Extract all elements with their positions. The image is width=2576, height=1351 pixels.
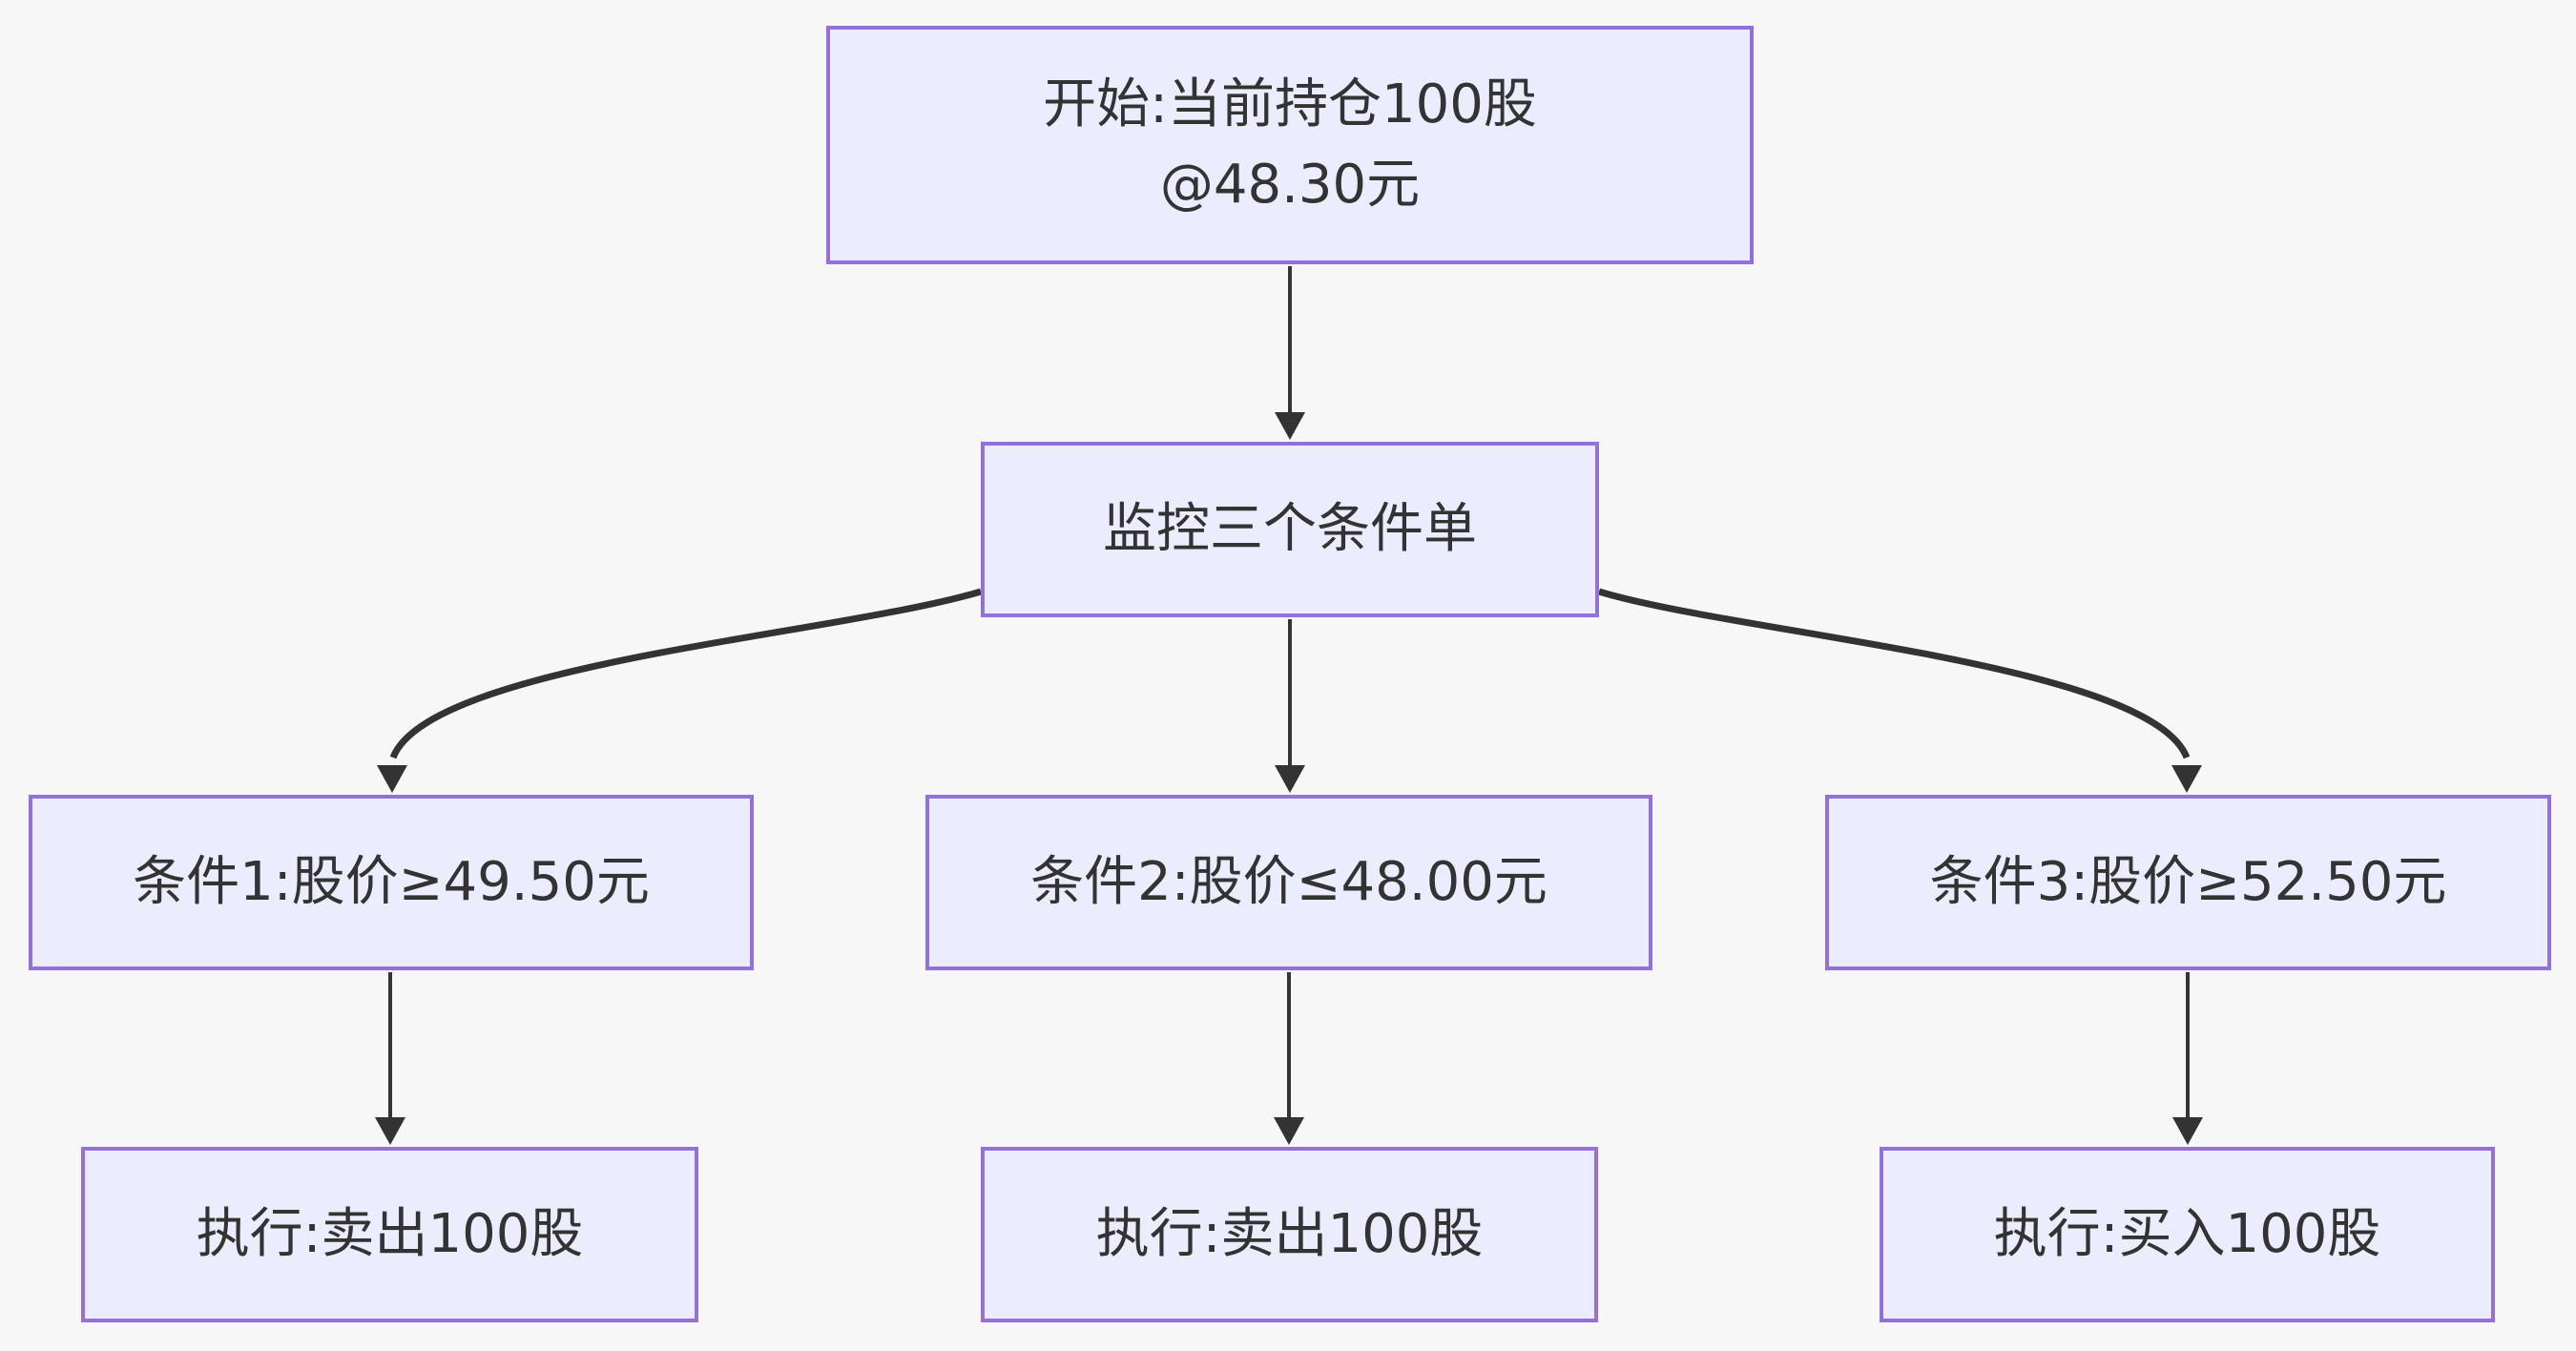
flow-node-execute-1: 执行:卖出100股 (81, 1147, 698, 1322)
node-label: 监控三个条件单 (1103, 498, 1477, 560)
node-label: 条件3:股价≥52.50元 (1929, 851, 2447, 913)
arrowhead-icon (1275, 412, 1305, 440)
node-label: 执行:卖出100股 (1095, 1203, 1484, 1265)
node-label: 执行:买入100股 (1993, 1203, 2381, 1265)
arrowhead-icon (377, 765, 407, 793)
arrowhead-icon (2172, 1117, 2203, 1145)
flow-node-start: 开始:当前持仓100股@48.30元 (826, 26, 1754, 264)
arrowhead-icon (1275, 765, 1305, 793)
node-label: 执行:卖出100股 (196, 1203, 584, 1265)
flow-node-condition-3: 条件3:股价≥52.50元 (1825, 795, 2551, 970)
node-label: 开始:当前持仓100股@48.30元 (1043, 73, 1537, 216)
edge-cond3-to-exec3 (2172, 972, 2203, 1145)
edge-cond2-to-exec2 (1274, 972, 1304, 1145)
flow-node-execute-2: 执行:卖出100股 (981, 1147, 1598, 1322)
flow-node-monitor: 监控三个条件单 (981, 442, 1599, 617)
edge-monitor-to-cond1 (377, 588, 983, 793)
arrowhead-icon (375, 1117, 405, 1145)
flow-node-condition-2: 条件2:股价≤48.00元 (925, 795, 1652, 970)
edge-monitor-to-cond2 (1275, 619, 1305, 793)
edge-line (1597, 588, 2191, 759)
node-label: 条件2:股价≤48.00元 (1030, 851, 1548, 913)
edge-line (389, 588, 983, 759)
edge-monitor-to-cond3 (1597, 588, 2202, 793)
arrowhead-icon (2171, 765, 2202, 793)
edge-start-to-monitor (1275, 266, 1305, 440)
flow-node-execute-3: 执行:买入100股 (1880, 1147, 2495, 1322)
node-label: 条件1:股价≥49.50元 (133, 851, 650, 913)
arrowhead-icon (1274, 1117, 1304, 1145)
edge-cond1-to-exec1 (375, 972, 405, 1145)
flow-node-condition-1: 条件1:股价≥49.50元 (29, 795, 754, 970)
